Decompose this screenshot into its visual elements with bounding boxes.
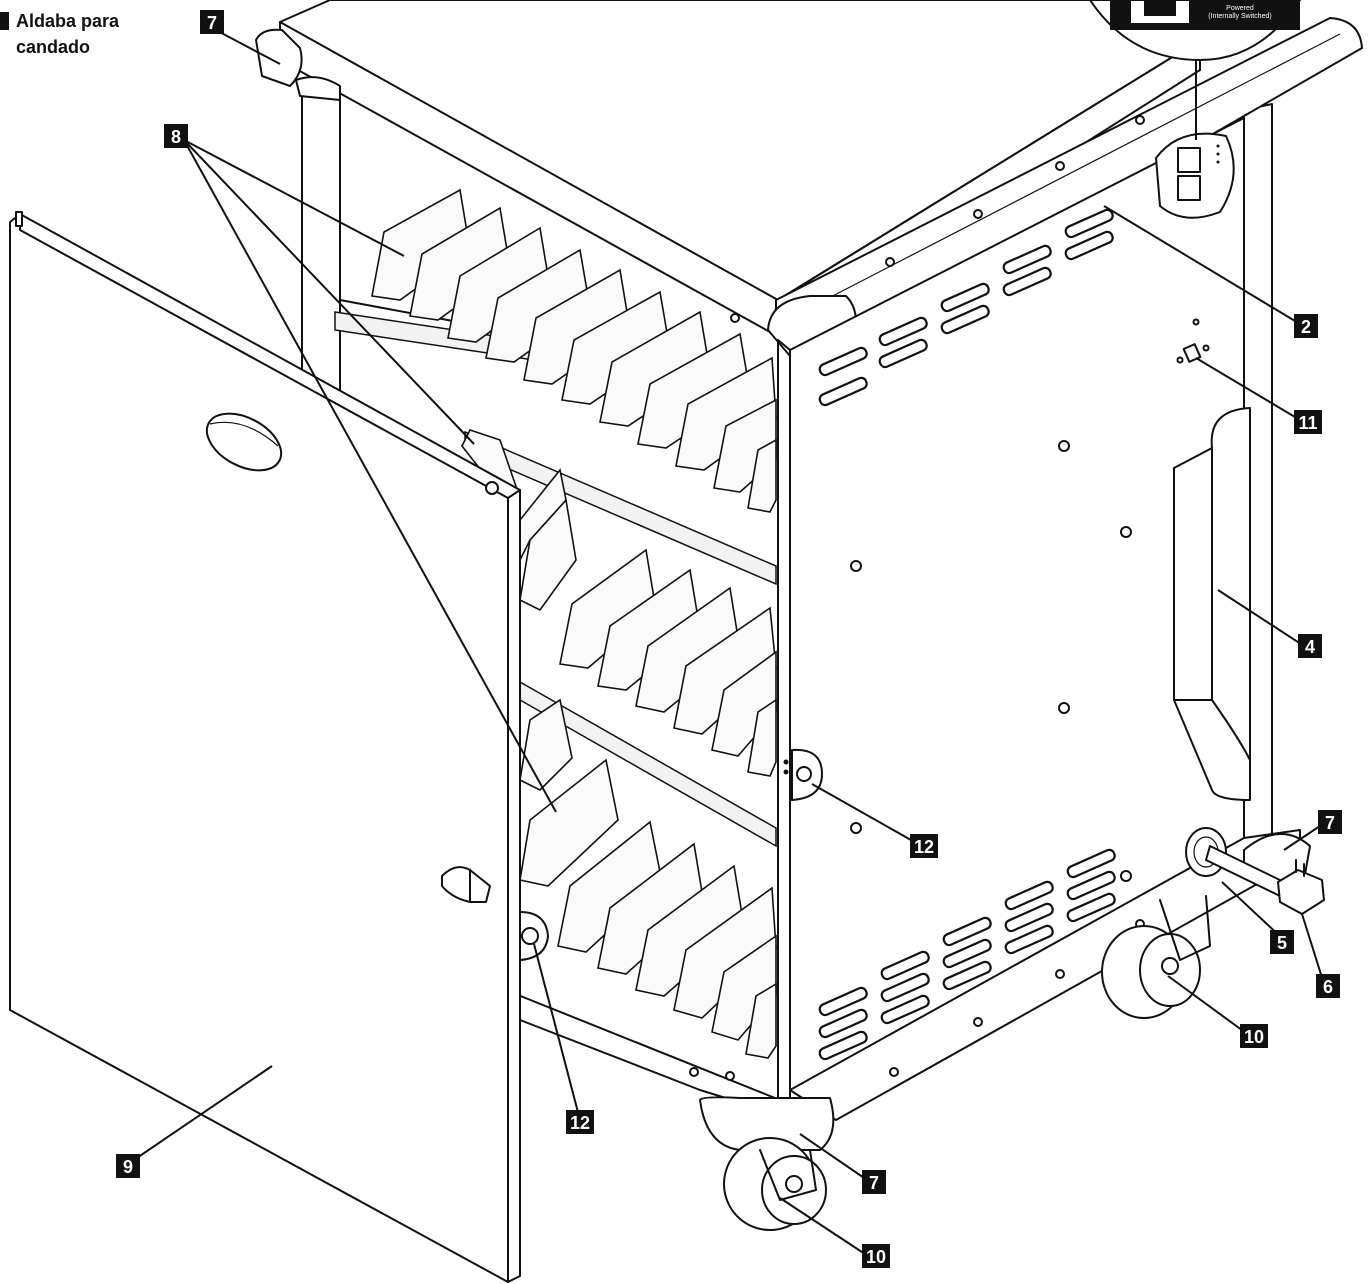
callout-11: 11 xyxy=(1294,410,1322,434)
callout-6: 6 xyxy=(1316,974,1340,998)
front-right-upright xyxy=(777,339,791,1119)
frame-brackets xyxy=(519,748,823,961)
callout-12-front: 12 xyxy=(566,1110,594,1134)
cart-body xyxy=(255,0,1363,1271)
caption-line-1: Aldaba para xyxy=(16,11,120,31)
svg-text:12: 12 xyxy=(914,837,934,857)
callout-10-front: 10 xyxy=(862,1244,890,1268)
callout-7-rear: 7 xyxy=(1318,810,1342,834)
rail-highlight xyxy=(789,33,1341,319)
callout-4: 4 xyxy=(1298,634,1322,658)
inset-label-2: (Internally Switched) xyxy=(1208,13,1271,20)
lower-shelf-dividers xyxy=(519,698,777,1059)
svg-text:11: 11 xyxy=(1298,413,1317,433)
outlet-panel xyxy=(1155,60,1235,219)
callout-9: 9 xyxy=(116,1154,140,1178)
svg-text:7: 7 xyxy=(207,13,217,33)
caption-badge xyxy=(0,12,9,30)
side-vents xyxy=(818,208,1116,1061)
door xyxy=(9,211,521,1283)
svg-text:7: 7 xyxy=(869,1173,879,1193)
svg-text:9: 9 xyxy=(123,1157,133,1177)
callout-10-rear: 10 xyxy=(1240,1024,1268,1048)
front-caster xyxy=(699,1096,835,1231)
power-cord xyxy=(1185,827,1325,915)
slot-dividers xyxy=(371,188,777,1059)
middle-shelf-dividers xyxy=(461,429,777,777)
leader-lines xyxy=(127,27,1327,1257)
svg-text:8: 8 xyxy=(171,127,181,147)
side-latch xyxy=(1176,318,1210,364)
callout-7-front: 7 xyxy=(862,1170,886,1194)
rear-left-post-cap xyxy=(295,76,341,101)
rear-left-corner-bumper xyxy=(255,28,303,87)
svg-text:10: 10 xyxy=(866,1247,886,1267)
callout-5: 5 xyxy=(1270,930,1294,954)
callout-7-top: 7 xyxy=(200,10,224,34)
top-shelf-dividers xyxy=(371,188,777,513)
caption-line-2: candado xyxy=(16,37,90,57)
side-handle xyxy=(1173,407,1251,801)
svg-text:12: 12 xyxy=(570,1113,590,1133)
callout-12-side: 12 xyxy=(910,834,938,858)
svg-text:2: 2 xyxy=(1301,317,1311,337)
padlock-hasp-caption: Aldaba para candado xyxy=(0,11,120,57)
inset-label-1: Powered xyxy=(1226,5,1254,12)
svg-text:5: 5 xyxy=(1277,933,1287,953)
rear-left-post xyxy=(301,79,341,393)
callout-2: 2 xyxy=(1294,314,1318,338)
svg-text:6: 6 xyxy=(1323,977,1333,997)
callout-8: 8 xyxy=(164,124,188,148)
outlet-inset: Powered (Internally Switched) xyxy=(1089,0,1301,61)
svg-text:10: 10 xyxy=(1244,1027,1264,1047)
callout-badges: 7 8 2 11 4 12 7 5 xyxy=(116,10,1342,1268)
svg-text:7: 7 xyxy=(1325,813,1335,833)
svg-text:4: 4 xyxy=(1305,637,1315,657)
